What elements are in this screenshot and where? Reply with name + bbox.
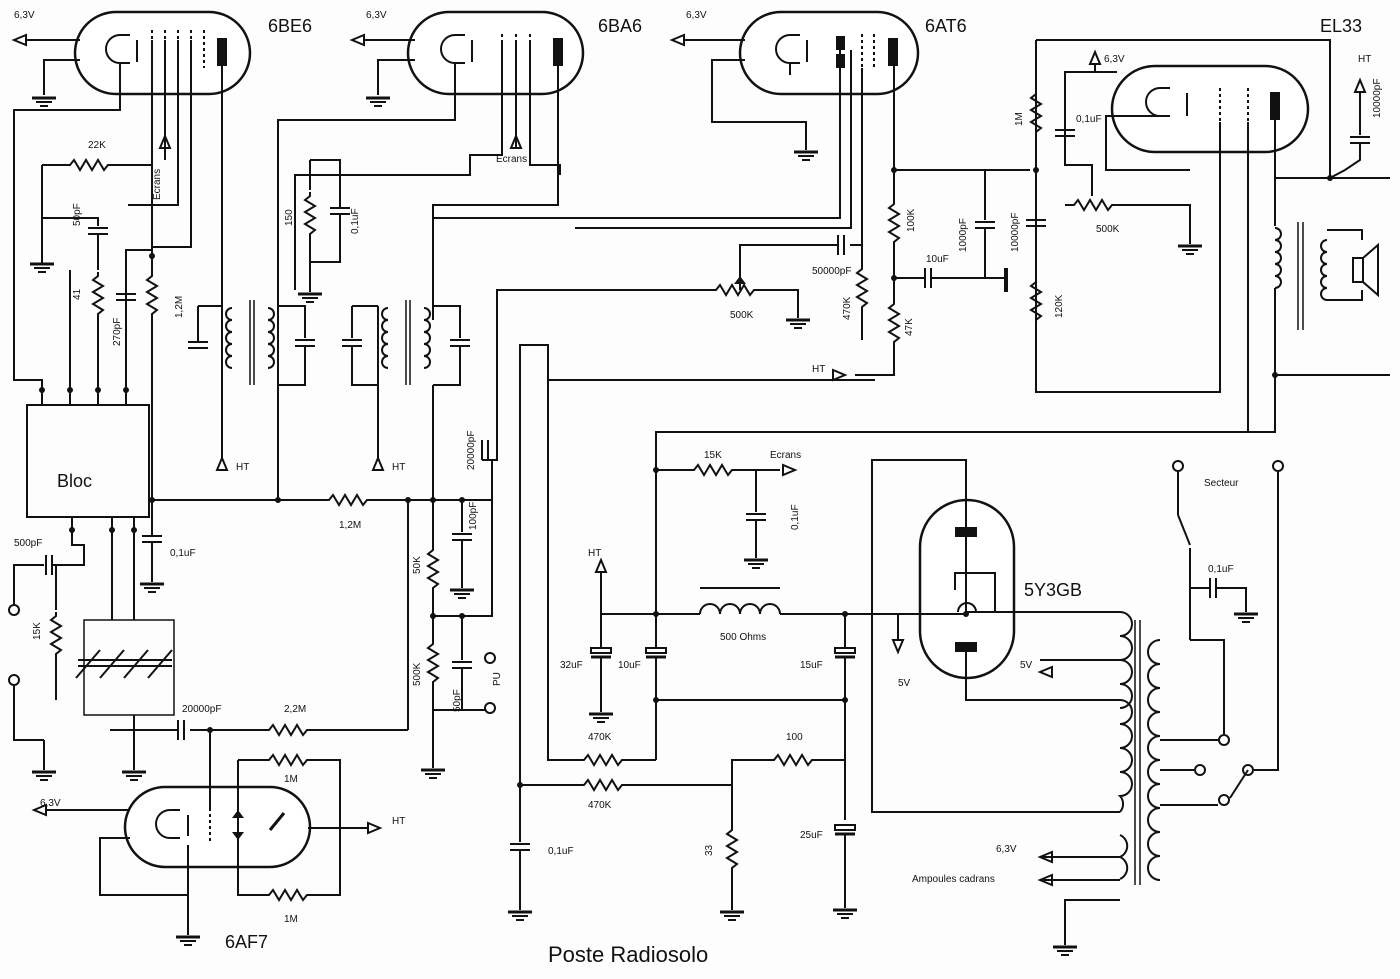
label-0-1uf-c: 0,1uF xyxy=(1076,114,1102,125)
label-22k: 22K xyxy=(88,140,106,151)
label-0-1uf-d: 0,1uF xyxy=(790,504,801,530)
label-10000pf-b: 10000pF xyxy=(1372,79,1383,118)
label-ecrans-b: Ecrans xyxy=(496,154,527,165)
tube-label-5y3gb: 5Y3GB xyxy=(1024,580,1082,600)
label-500k-c: 500K xyxy=(1096,224,1120,235)
label-5v-a: 5V xyxy=(898,678,911,689)
tube-6be6: 6BE6 xyxy=(73,10,312,96)
label-100: 100 xyxy=(786,732,803,743)
label-25uf: 25uF xyxy=(800,830,823,841)
label-50pf: 50pF xyxy=(72,203,83,226)
label-50pf-b: 50pF xyxy=(452,689,463,712)
label-ht-b: HT xyxy=(392,462,405,473)
tube-label-6ba6: 6BA6 xyxy=(598,16,642,36)
wiring-audio-stage xyxy=(575,34,1390,470)
label-500-ohms: 500 Ohms xyxy=(720,632,766,643)
label-15uf: 15uF xyxy=(800,660,823,671)
tube-label-6at6: 6AT6 xyxy=(925,16,967,36)
label-2-2m: 2,2M xyxy=(284,704,306,715)
label-ht-e: HT xyxy=(812,364,825,375)
label-0-1uf-b: 0,1uF xyxy=(350,208,361,234)
label-5v-b: 5V xyxy=(1020,660,1033,671)
component-labels: 6,3V 6,3V 6,3V 6,3V 6,3V 6,3V 22K Ecrans… xyxy=(14,10,1383,925)
tube-label-6af7: 6AF7 xyxy=(225,932,268,952)
label-0-1uf-e: 0,1uF xyxy=(548,846,574,857)
label-6-3v-a: 6,3V xyxy=(14,10,35,21)
label-10uf-b: 10uF xyxy=(618,660,641,671)
label-ht-a: HT xyxy=(236,462,249,473)
tube-label-6be6: 6BE6 xyxy=(268,16,312,36)
label-470k-c: 470K xyxy=(588,800,612,811)
tube-6af7: 6AF7 xyxy=(123,785,312,952)
label-0-1uf-f: 0,1uF xyxy=(1208,564,1234,575)
label-secteur: Secteur xyxy=(1204,478,1239,489)
label-33: 33 xyxy=(704,844,715,856)
tube-6ba6: 6BA6 xyxy=(406,10,642,96)
label-270pf: 270pF xyxy=(112,318,123,346)
label-470k-b: 470K xyxy=(588,732,612,743)
label-1-2m-a: 1,2M xyxy=(174,296,185,318)
label-6-3v-e: 6,3V xyxy=(40,798,61,809)
label-100pf: 100pF xyxy=(468,502,479,530)
label-470k-a: 470K xyxy=(842,296,853,320)
label-pu: PU xyxy=(492,672,503,686)
tube-5y3gb: 5Y3GB xyxy=(918,498,1082,680)
label-41: 41 xyxy=(72,288,83,300)
label-500pf: 500pF xyxy=(14,538,42,549)
tube-el33: EL33 xyxy=(1110,16,1362,154)
label-150: 150 xyxy=(284,209,295,226)
label-15k-b: 15K xyxy=(704,450,722,461)
label-1m-a: 1M xyxy=(284,774,298,785)
label-6-3v-f: 6,3V xyxy=(996,844,1017,855)
tube-label-el33: EL33 xyxy=(1320,16,1362,36)
label-15k: 15K xyxy=(32,622,43,640)
label-1m-c: 1M xyxy=(1014,112,1025,126)
label-ht-d: HT xyxy=(1358,54,1371,65)
label-1m-b: 1M xyxy=(284,914,298,925)
wiring-detector-stage xyxy=(8,217,695,947)
label-6-3v-c: 6,3V xyxy=(686,10,707,21)
label-1-2m-b: 1,2M xyxy=(339,520,361,531)
label-6-3v-b: 6,3V xyxy=(366,10,387,21)
tube-6at6: 6AT6 xyxy=(738,10,967,96)
wiring-power-supply xyxy=(506,344,1284,957)
label-47k: 47K xyxy=(904,318,915,336)
label-0-1uf-a: 0,1uF xyxy=(170,548,196,559)
label-10uf-a: 10uF xyxy=(926,254,949,265)
label-10000pf-a: 10000pF xyxy=(1010,213,1021,252)
label-20000pf-b: 20000pF xyxy=(182,704,221,715)
schematic-title: Poste Radiosolo xyxy=(548,942,708,967)
label-500k-pot: 500K xyxy=(730,310,754,321)
label-500k-a: 500K xyxy=(412,662,423,686)
label-ht-c: HT xyxy=(392,816,405,827)
label-ht-f: HT xyxy=(588,548,601,559)
bloc-module: Bloc xyxy=(26,387,150,533)
label-ecrans-c: Ecrans xyxy=(770,450,801,461)
label-100k: 100K xyxy=(906,208,917,232)
wiring-converter-stage xyxy=(13,34,575,594)
label-32uf: 32uF xyxy=(560,660,583,671)
bloc-label: Bloc xyxy=(57,471,92,491)
label-ampoules: Ampoules cadrans xyxy=(912,874,995,885)
label-50000pf: 50000pF xyxy=(812,266,851,277)
label-50k: 50K xyxy=(412,556,423,574)
label-1000pf: 1000pF xyxy=(958,218,969,252)
label-ecrans-a: Ecrans xyxy=(152,169,163,200)
label-120k: 120K xyxy=(1054,294,1065,318)
label-20000pf-a: 20000pF xyxy=(466,431,477,470)
label-6-3v-d: 6,3V xyxy=(1104,54,1125,65)
